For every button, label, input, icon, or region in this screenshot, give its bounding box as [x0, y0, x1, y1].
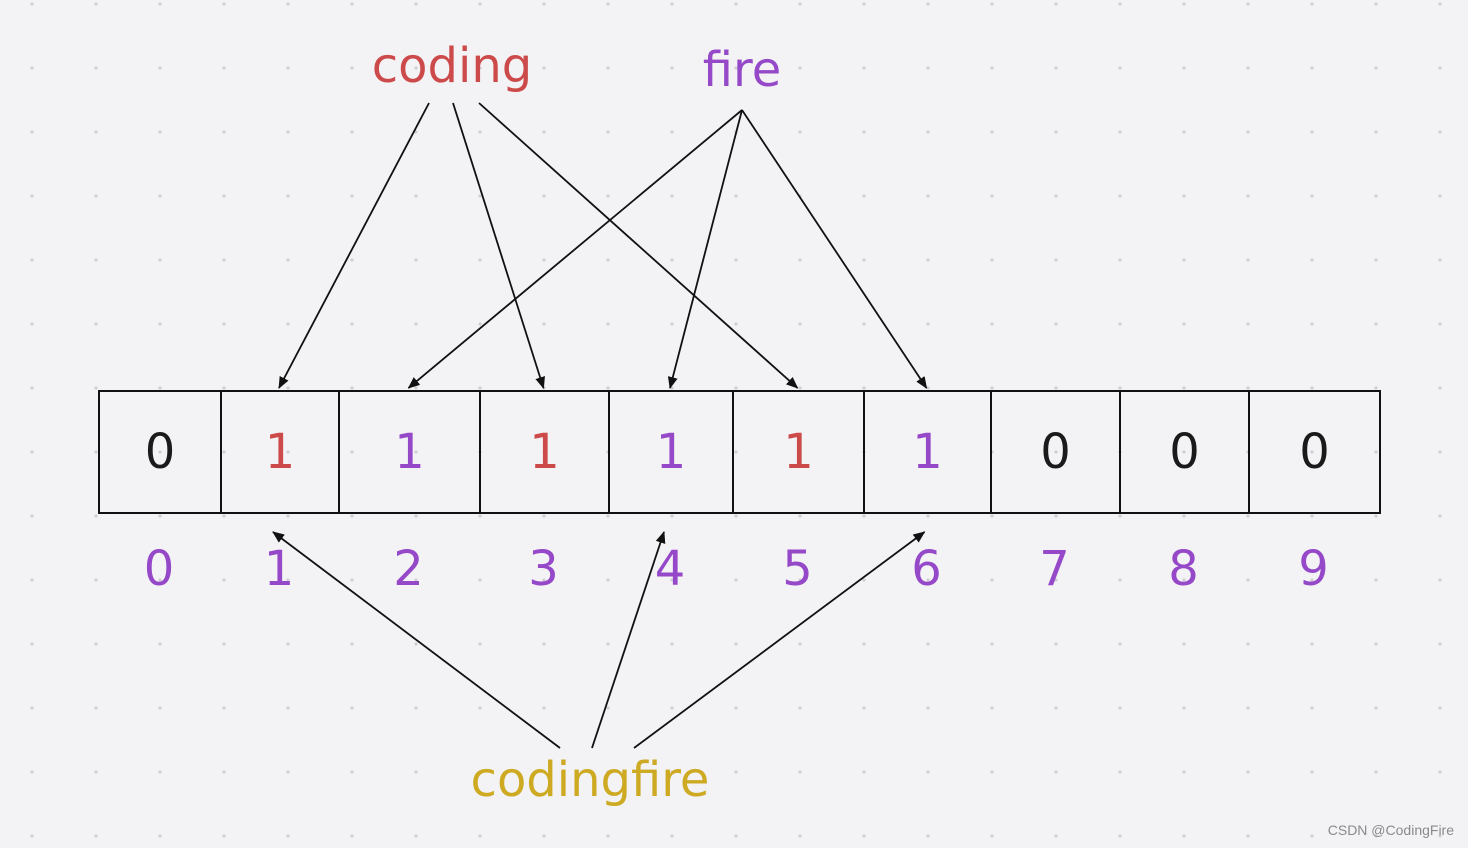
arrow-coding-to-3 — [452, 102, 545, 389]
index-label-5: 5 — [782, 541, 813, 597]
bit-cell-5: 1 — [734, 392, 865, 512]
bit-cell-0: 0 — [100, 392, 222, 512]
bit-cell-8: 0 — [1121, 392, 1250, 512]
bit-cell-6: 1 — [865, 392, 992, 512]
index-label-1: 1 — [263, 541, 295, 597]
index-label-4: 4 — [654, 541, 686, 597]
index-label-7: 7 — [1039, 541, 1070, 597]
arrow-codingfire-to-1 — [272, 531, 561, 749]
watermark: CSDN @CodingFire — [1327, 822, 1454, 838]
index-label-6: 6 — [911, 541, 942, 597]
bit-cell-7: 0 — [992, 392, 1121, 512]
bit-cell-1: 1 — [222, 392, 340, 512]
bit-cell-2: 1 — [340, 392, 481, 512]
index-label-3: 3 — [528, 541, 559, 597]
word-coding: coding — [371, 38, 533, 94]
arrow-fire-to-4 — [667, 109, 743, 389]
word-codingfire: codingfire — [470, 752, 710, 808]
bit-array: 0 1 1 1 1 1 1 0 0 0 — [98, 390, 1381, 514]
word-fire: fire — [702, 42, 782, 98]
arrow-fire-to-6 — [741, 109, 928, 389]
index-label-9: 9 — [1298, 541, 1329, 597]
bit-cell-9: 0 — [1250, 392, 1381, 512]
bit-cell-4: 1 — [610, 392, 734, 512]
arrow-coding-to-5 — [478, 102, 799, 389]
bit-cell-3: 1 — [481, 392, 610, 512]
index-label-8: 8 — [1168, 541, 1199, 597]
index-label-2: 2 — [393, 541, 424, 597]
index-label-0: 0 — [143, 541, 175, 597]
arrow-codingfire-to-6 — [633, 531, 926, 749]
arrow-codingfire-to-4 — [591, 531, 666, 749]
index-row: 0 1 2 3 4 5 6 7 8 9 — [98, 545, 1379, 593]
arrow-coding-to-1 — [278, 102, 430, 389]
arrow-fire-to-2 — [407, 109, 743, 389]
